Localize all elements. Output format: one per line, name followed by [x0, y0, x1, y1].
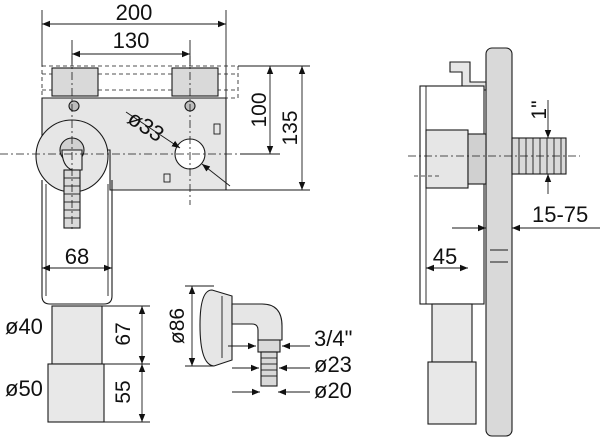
plate-screw-left: [68, 100, 80, 112]
dim-height-total: 135: [279, 110, 302, 145]
dim-height-inner: 100: [248, 92, 271, 127]
dim-side-depth: 45: [433, 244, 457, 269]
side-box-housing: [425, 129, 469, 189]
elbow-nozzle: [257, 339, 281, 387]
plate-slot: [213, 123, 221, 135]
dim-wall-range: 15-75: [532, 202, 588, 227]
dim-side-thread: 1": [528, 100, 551, 119]
side-box-flange: [467, 133, 487, 185]
wall-bracket: [449, 61, 487, 91]
elbow-flange: [199, 289, 233, 367]
dim-flange-diameter: ø86: [166, 308, 189, 344]
elbow-pipe: [231, 303, 283, 341]
front-view: [0, 56, 240, 423]
pipe-upper: [51, 305, 103, 365]
plate-slot-2: [163, 173, 171, 183]
side-view: [408, 47, 580, 437]
dim-pipe-upper-diameter: ø40: [5, 314, 43, 339]
side-pipe-upper: [431, 303, 473, 363]
pipe-lower: [47, 363, 105, 423]
dim-width-inner: 130: [113, 28, 150, 53]
wall-panel: [485, 47, 513, 437]
top-fitting-left: [51, 67, 99, 97]
front-dimensions: 200 130 100 135 ø33 68 ø40 ø50 67 55: [5, 0, 310, 423]
top-fitting-right: [171, 67, 219, 97]
side-pipe-lower: [427, 361, 477, 425]
dim-pipe-lower-diameter: ø50: [5, 376, 43, 401]
side-box: [419, 85, 485, 305]
dim-pipe-upper-length: 67: [112, 322, 135, 345]
dim-width-total: 200: [116, 0, 153, 25]
dim-nozzle-diameter-2: ø20: [314, 378, 352, 403]
dim-pipe-lower-length: 55: [112, 380, 135, 403]
side-dimensions: 1" 15-75 45: [426, 100, 600, 272]
elbow-detail: ø86 3/4" ø23 ø20: [166, 285, 352, 403]
dim-body-width: 68: [65, 244, 89, 269]
dim-nozzle-diameter-1: ø23: [314, 352, 352, 377]
trap-body: [41, 180, 113, 305]
dim-thread-size: 3/4": [314, 326, 352, 351]
